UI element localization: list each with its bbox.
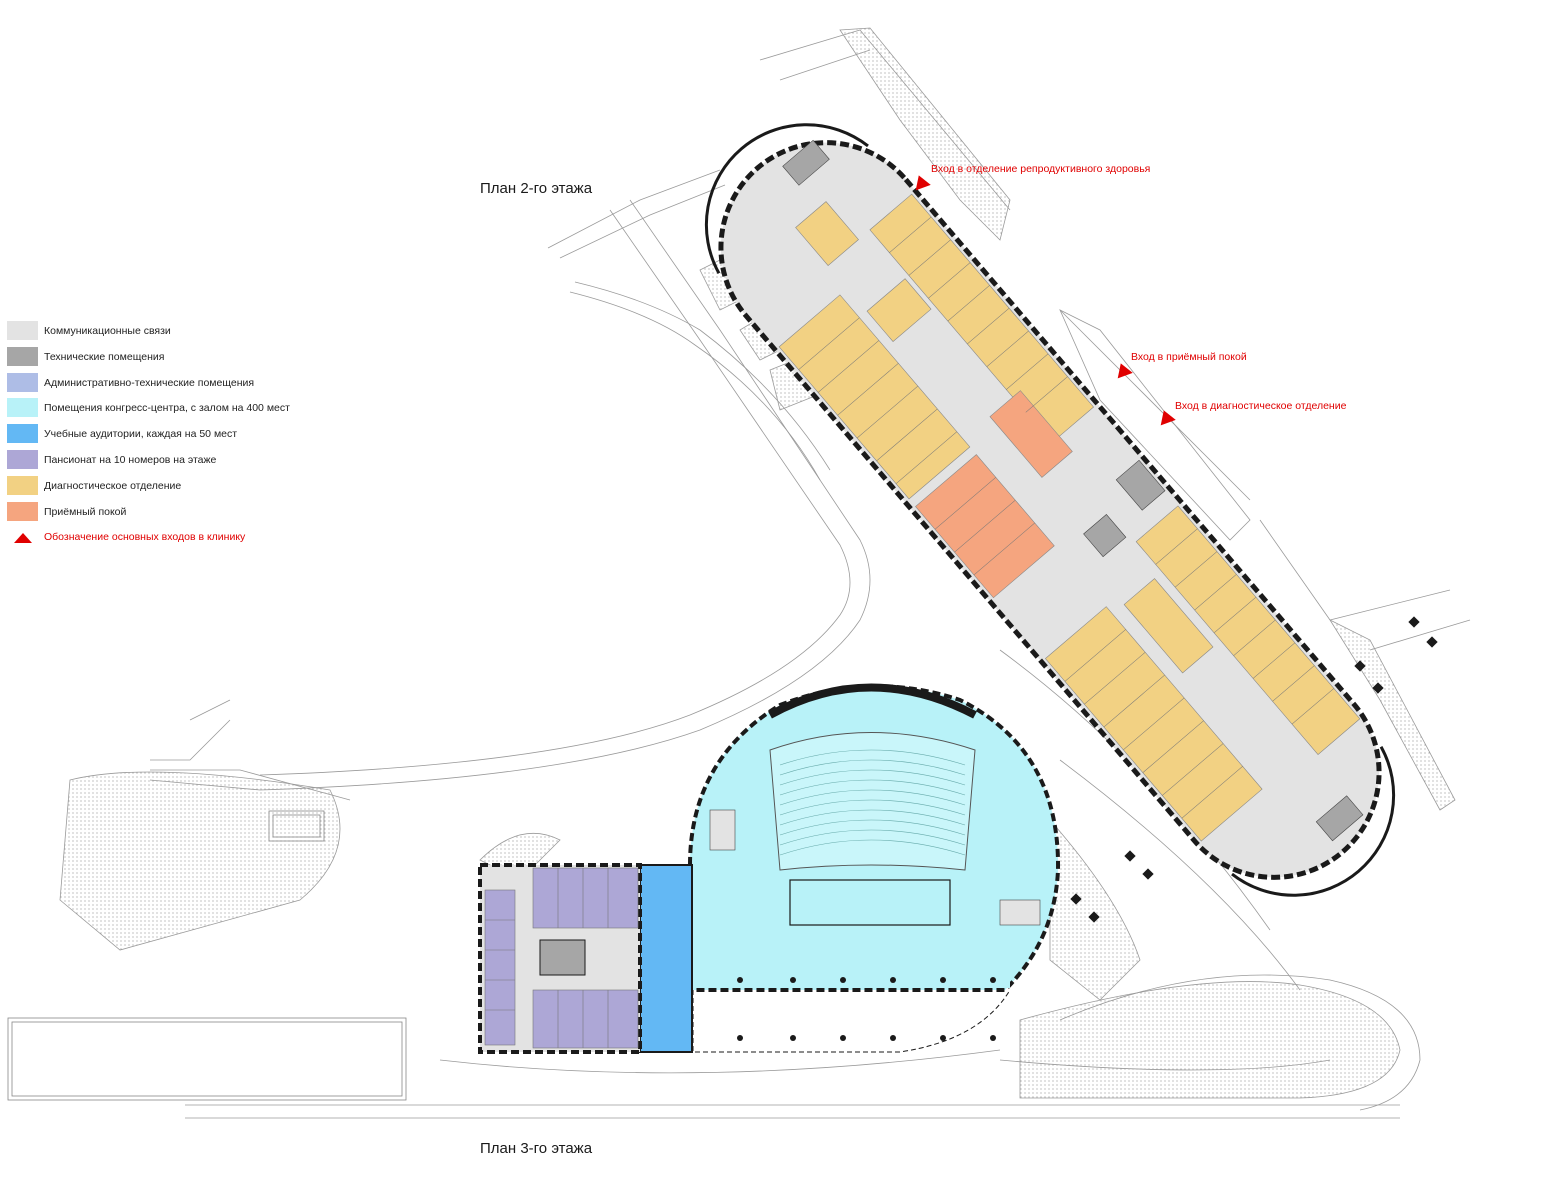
legend-swatch: [7, 449, 38, 469]
legend-label: Диагностическое отделение: [44, 479, 182, 492]
diagnostic-zone: [795, 201, 859, 266]
diagnostic-zone: [1123, 578, 1214, 674]
pension-zone: [484, 889, 516, 1046]
legend-swatch: [7, 321, 38, 340]
technical-zone: [1083, 514, 1127, 558]
entry-label-reproductive: Вход в отделение репродуктивного здоровь…: [931, 163, 1151, 175]
diagnostic-zone: [869, 193, 1094, 444]
floor2-end-wall: [1231, 745, 1396, 897]
room-partitions: [798, 216, 1335, 819]
diagnostic-zone: [1135, 505, 1361, 755]
technical-zone: [782, 139, 830, 186]
entry-label-reception: Вход в приёмный покой: [1131, 351, 1247, 363]
legend-label: Административно-технические помещения: [44, 376, 255, 389]
congress-roof-arc: [768, 683, 977, 719]
room-partitions: [485, 868, 609, 1048]
diagnostic-zone: [866, 278, 932, 343]
legend-label: Технические помещения: [44, 350, 165, 363]
technical-zone: [1315, 795, 1364, 842]
stage: [789, 879, 951, 926]
legend-label: Обозначение основных входов в клинику: [44, 531, 246, 544]
technical-zone: [539, 939, 586, 976]
legend-swatch: [7, 475, 38, 495]
technical-zone: [1115, 459, 1166, 511]
pension-zone: [532, 989, 639, 1049]
legend-label: Помещения конгресс-центра, с залом на 40…: [44, 402, 290, 415]
seating-rows: [779, 749, 966, 856]
floor2-end-wall: [704, 123, 869, 275]
legend-label: Коммуникационные связи: [44, 325, 171, 337]
legend-swatch: [7, 398, 38, 418]
floor2-title: План 2-го этажа: [480, 180, 593, 197]
reception-zone: [989, 390, 1073, 478]
floor3-title: План 3-го этажа: [480, 1140, 593, 1157]
entry-arrow-icon: [14, 533, 32, 544]
congress-hall-zone: [690, 920, 1010, 988]
floor3-congress-center: [688, 683, 1061, 1053]
classrooms-zone: [639, 864, 693, 1053]
auditorium-seating: [769, 732, 976, 871]
legend-swatch: [7, 372, 38, 392]
technical-zone: [709, 809, 736, 851]
floor2-building: [704, 123, 1396, 897]
terrace-outline: [692, 989, 1011, 1053]
legend-label: Пансионат на 10 номеров на этаже: [44, 453, 217, 466]
legend-swatch: [7, 424, 38, 444]
colonnade: [737, 977, 996, 1041]
legend-label: Учебные аудитории, каждая на 50 мест: [44, 428, 238, 441]
legend-label: Приёмный покой: [44, 505, 127, 518]
entry-label-diagnostic: Вход в диагностическое отделение: [1175, 400, 1347, 412]
floor3-pension-block: [478, 863, 642, 1054]
legend-swatch: [7, 501, 38, 521]
pension-zone: [532, 867, 639, 929]
technical-zone: [999, 899, 1041, 926]
legend-swatch: [7, 346, 38, 366]
adjacent-building-outline: [7, 810, 407, 1101]
site-column-markers: [1070, 616, 1438, 923]
